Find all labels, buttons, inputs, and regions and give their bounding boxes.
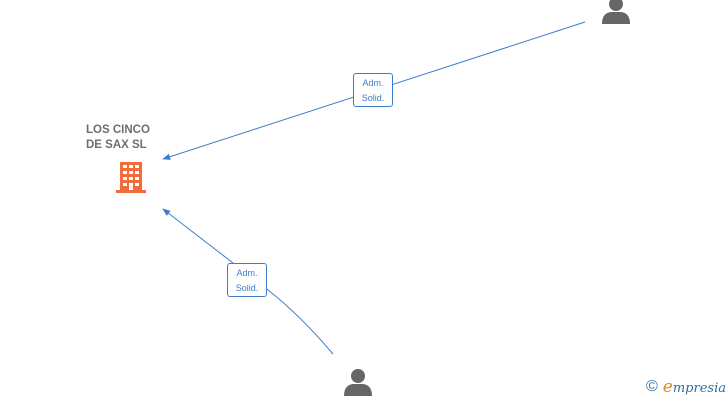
person-icon-bottom[interactable] <box>342 366 374 398</box>
edge-label-top-line2: Solid. <box>361 93 385 103</box>
edge-label-bottom[interactable]: Adm. Solid. <box>227 263 267 297</box>
edge-label-top[interactable]: Adm. Solid. <box>353 73 393 107</box>
company-name-line1: LOS CINCO <box>86 124 150 136</box>
edge-label-bottom-line2: Solid. <box>235 283 259 293</box>
brand-logo: empresia <box>663 377 726 397</box>
brand-logo-rest: mpresia <box>672 381 726 396</box>
company-name[interactable]: LOS CINCO DE SAX SL <box>86 123 174 153</box>
edge-line-bottom <box>162 208 334 355</box>
building-icon[interactable] <box>114 160 148 194</box>
edge-label-bottom-line1: Adm. <box>236 268 258 278</box>
person-icon-top[interactable] <box>600 0 632 26</box>
brand-logo-first: e <box>662 377 673 397</box>
edge-label-top-line1: Adm. <box>362 78 384 88</box>
company-name-line2: DE SAX SL <box>86 139 147 151</box>
watermark: © empresia <box>646 377 726 397</box>
copyright-icon: © <box>646 378 658 395</box>
